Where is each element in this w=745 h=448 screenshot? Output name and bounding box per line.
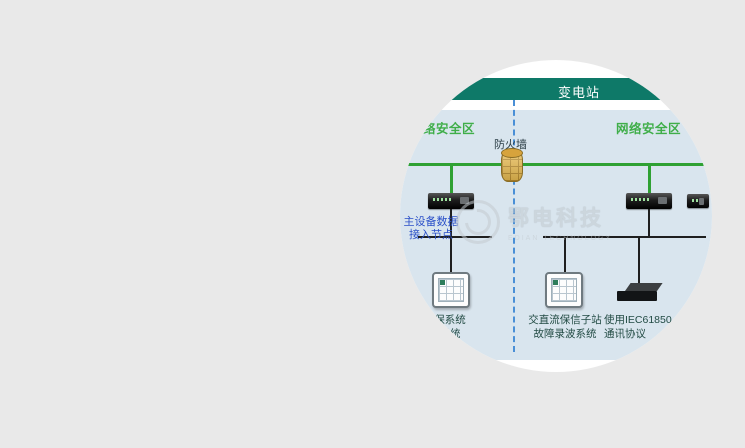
cable-right-device	[638, 236, 640, 283]
bottom-left-label: 保系统 系统	[422, 314, 478, 341]
cable-right-switch	[648, 209, 650, 238]
data-access-node-note: 主设备数据 接入节点	[400, 216, 462, 242]
trunk-drop-left	[450, 163, 453, 194]
bottom-middle-label: 交直流保信子站 故障录波系统	[516, 314, 614, 341]
cable-middle-device	[564, 236, 566, 272]
cable-left-vertical	[450, 209, 452, 272]
network-security-zone-left-label: 网络安全区	[410, 122, 476, 136]
diagram-background	[400, 110, 712, 360]
protection-device-left-icon	[432, 272, 470, 308]
recorder-device-front-face	[617, 291, 657, 301]
watermark-text: 鄂电科技 EDIAN TECHNOLOGY	[508, 202, 612, 242]
firewall-icon	[501, 148, 523, 182]
bottom-right-label: 使用IEC61850 通讯协议	[604, 314, 694, 341]
protection-device-middle-icon	[545, 272, 583, 308]
substation-diagram-circle: 变电站 网络安全区 网络安全区 防火墙 主设备数据 接入节点 保系统	[400, 60, 712, 372]
note-line1: 主设备数据	[403, 216, 459, 228]
bottom-right-label-line1: 使用IEC61850	[604, 314, 672, 326]
network-security-zone-right-label: 网络安全区	[616, 122, 682, 136]
zone-divider-dashed-line	[513, 100, 515, 352]
watermark-cn-text: 鄂电科技	[508, 207, 604, 230]
network-trunk-line	[406, 163, 706, 166]
bus-right	[543, 236, 706, 238]
bottom-right-label-line2: 通讯协议	[604, 327, 646, 340]
trunk-drop-right	[648, 163, 651, 194]
bus-left	[418, 236, 492, 238]
substation-title: 变电站	[558, 85, 601, 100]
bottom-middle-label-line1: 交直流保信子站	[528, 314, 602, 326]
watermark: 鄂电科技 EDIAN TECHNOLOGY	[456, 200, 612, 244]
bottom-middle-label-line2: 故障录波系统	[533, 327, 597, 340]
watermark-logo-icon	[456, 200, 500, 244]
firewall-label: 防火墙	[494, 139, 527, 151]
recorder-device-icon	[617, 283, 663, 301]
substation-header-bar: 变电站	[400, 78, 712, 100]
note-line2: 接入节点	[409, 229, 453, 241]
network-device-edge-icon	[687, 194, 709, 208]
network-switch-right-icon	[626, 193, 672, 209]
recorder-device-top-face	[625, 283, 663, 291]
watermark-en-text: EDIAN TECHNOLOGY	[508, 235, 613, 242]
bottom-left-label-line1: 保系统	[434, 314, 466, 326]
bottom-left-label-line2: 系统	[439, 327, 461, 340]
